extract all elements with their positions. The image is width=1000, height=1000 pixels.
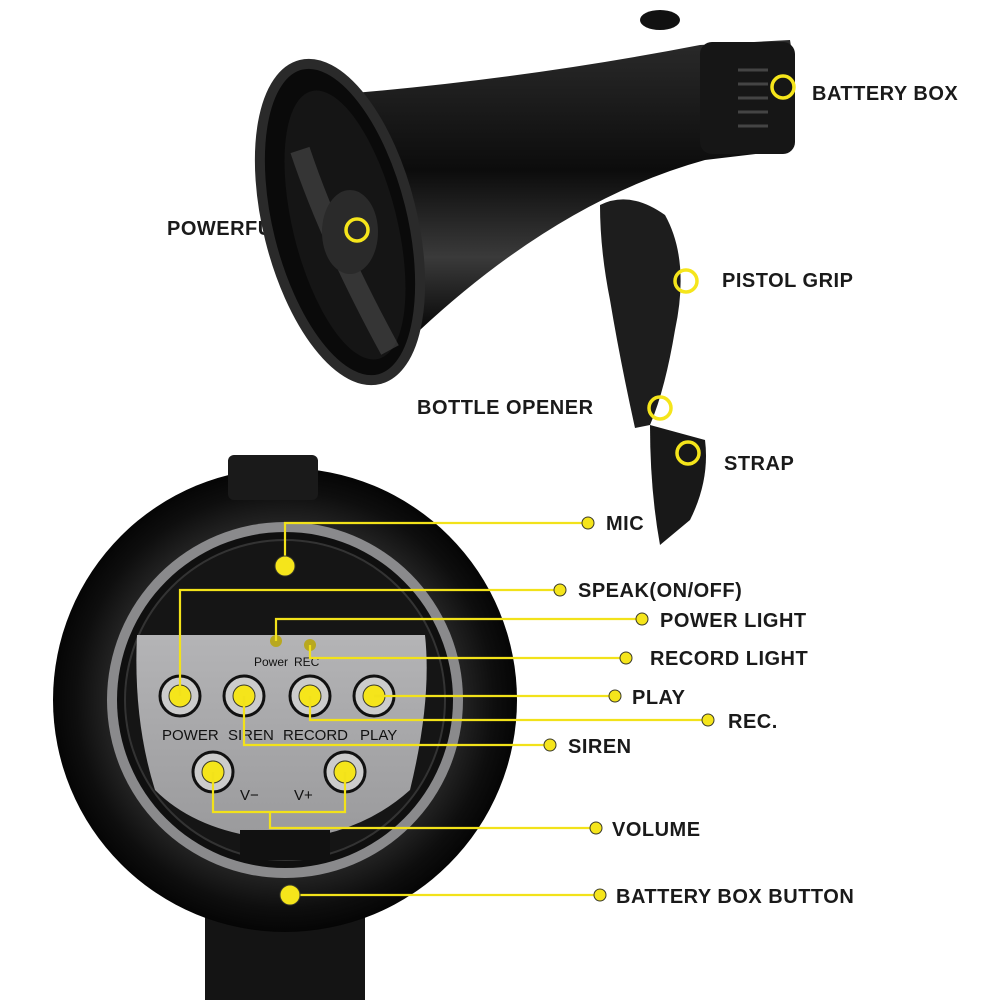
power-led-text: Power — [254, 655, 288, 669]
rec-label-dot — [701, 713, 715, 727]
label-volume: VOLUME — [612, 819, 701, 841]
print-vol-up: V+ — [294, 787, 313, 804]
bottle-opener-marker — [647, 395, 673, 421]
power-light-label-dot — [635, 612, 649, 626]
label-mic: MIC — [606, 513, 644, 535]
print-record: RECORD — [283, 727, 348, 744]
volume-label-dot — [589, 821, 603, 835]
label-pistol-grip: PISTOL GRIP — [722, 270, 853, 292]
label-battery-box-button: BATTERY BOX BUTTON — [616, 886, 854, 908]
label-siren: SIREN — [568, 736, 632, 758]
print-power: POWER — [162, 727, 219, 744]
megaphone-side-view — [254, 10, 795, 545]
strap — [650, 425, 706, 545]
mic-marker — [274, 555, 296, 577]
mic-label-dot — [581, 516, 595, 530]
play-label-dot — [608, 689, 622, 703]
label-bottle-opener: BOTTLE OPENER — [417, 397, 594, 419]
battery-button-label-dot — [593, 888, 607, 902]
record-light-label-dot — [619, 651, 633, 665]
label-powerful: POWERFUL — [167, 218, 285, 240]
strap-marker — [675, 440, 701, 466]
label-record-light: RECORD LIGHT — [650, 648, 808, 670]
label-play: PLAY — [632, 687, 686, 709]
label-strap: STRAP — [724, 453, 794, 475]
pistol-grip-marker — [673, 268, 699, 294]
label-power-light: POWER LIGHT — [660, 610, 807, 632]
print-vol-down: V− — [240, 787, 259, 804]
print-siren: SIREN — [228, 727, 274, 744]
speaker-marker — [344, 217, 370, 243]
battery-box-marker — [770, 74, 796, 100]
pistol-grip — [600, 199, 681, 428]
label-rec: REC. — [728, 711, 778, 733]
print-play: PLAY — [360, 727, 397, 744]
label-battery-box: BATTERY BOX — [812, 83, 958, 105]
siren-label-dot — [543, 738, 557, 752]
battery-button-marker — [279, 884, 301, 906]
speak-label-dot — [553, 583, 567, 597]
label-speak: SPEAK(ON/OFF) — [578, 580, 742, 602]
callout-lines — [178, 521, 708, 897]
